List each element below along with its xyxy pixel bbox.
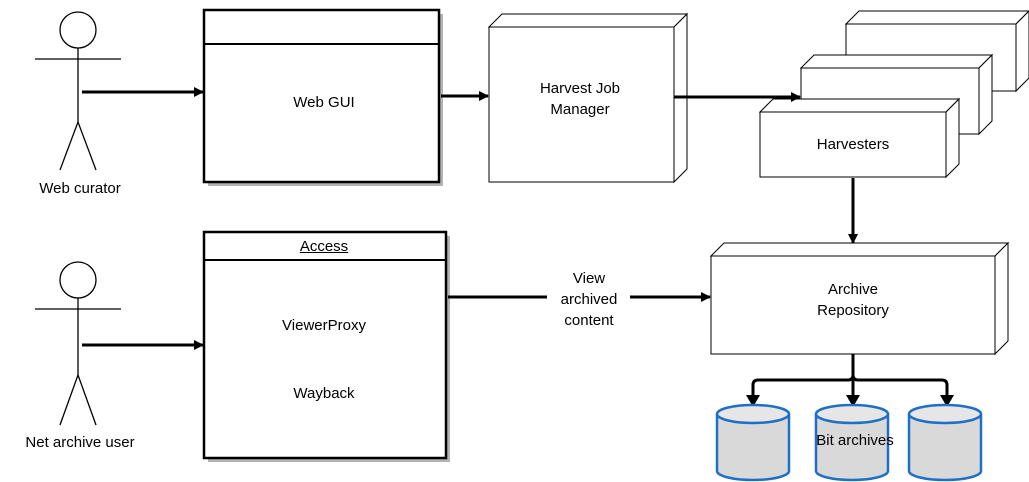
harvest-job-manager-box [487,12,689,184]
access-box [202,230,450,462]
bit-archive-arrowhead-left [746,395,760,407]
bit-archive-arrowhead-right [940,395,954,407]
harvesters-label: Harvesters [816,136,890,153]
archive-repository-box [709,241,1010,356]
archive-repository-label-line2: Repository [817,302,889,319]
web-curator-label: Web curator [39,180,121,197]
web-gui-box [202,8,443,186]
viewer-proxy-label: ViewerProxy [282,317,366,334]
bit-archive-arrowhead-middle [846,395,860,407]
harvest-job-manager-label-line1: Harvest Job [539,80,621,97]
wayback-label: Wayback [293,385,355,402]
bit-archive-cylinder-2 [814,403,890,482]
bit-archive-cylinder-3 [907,403,983,482]
bit-archives-label: Bit archives [816,432,894,449]
net-archive-user-label: Net archive user [25,434,135,451]
access-title: Access [299,238,349,255]
harvesters-front-box [758,97,961,179]
bit-archive-cylinder-1 [715,403,791,482]
net-archive-user-actor [35,261,121,426]
view-archived-content-line1: View [572,270,606,287]
web-gui-label: Web GUI [293,94,355,111]
archive-repository-label-line1: Archive [827,281,879,298]
harvest-job-manager-label-line2: Manager [550,101,610,118]
view-archived-content-line2: archived [560,291,618,308]
web-curator-actor [35,11,121,171]
view-archived-content-line3: content [564,312,614,329]
repository-to-bit-archives-connector [751,354,949,397]
